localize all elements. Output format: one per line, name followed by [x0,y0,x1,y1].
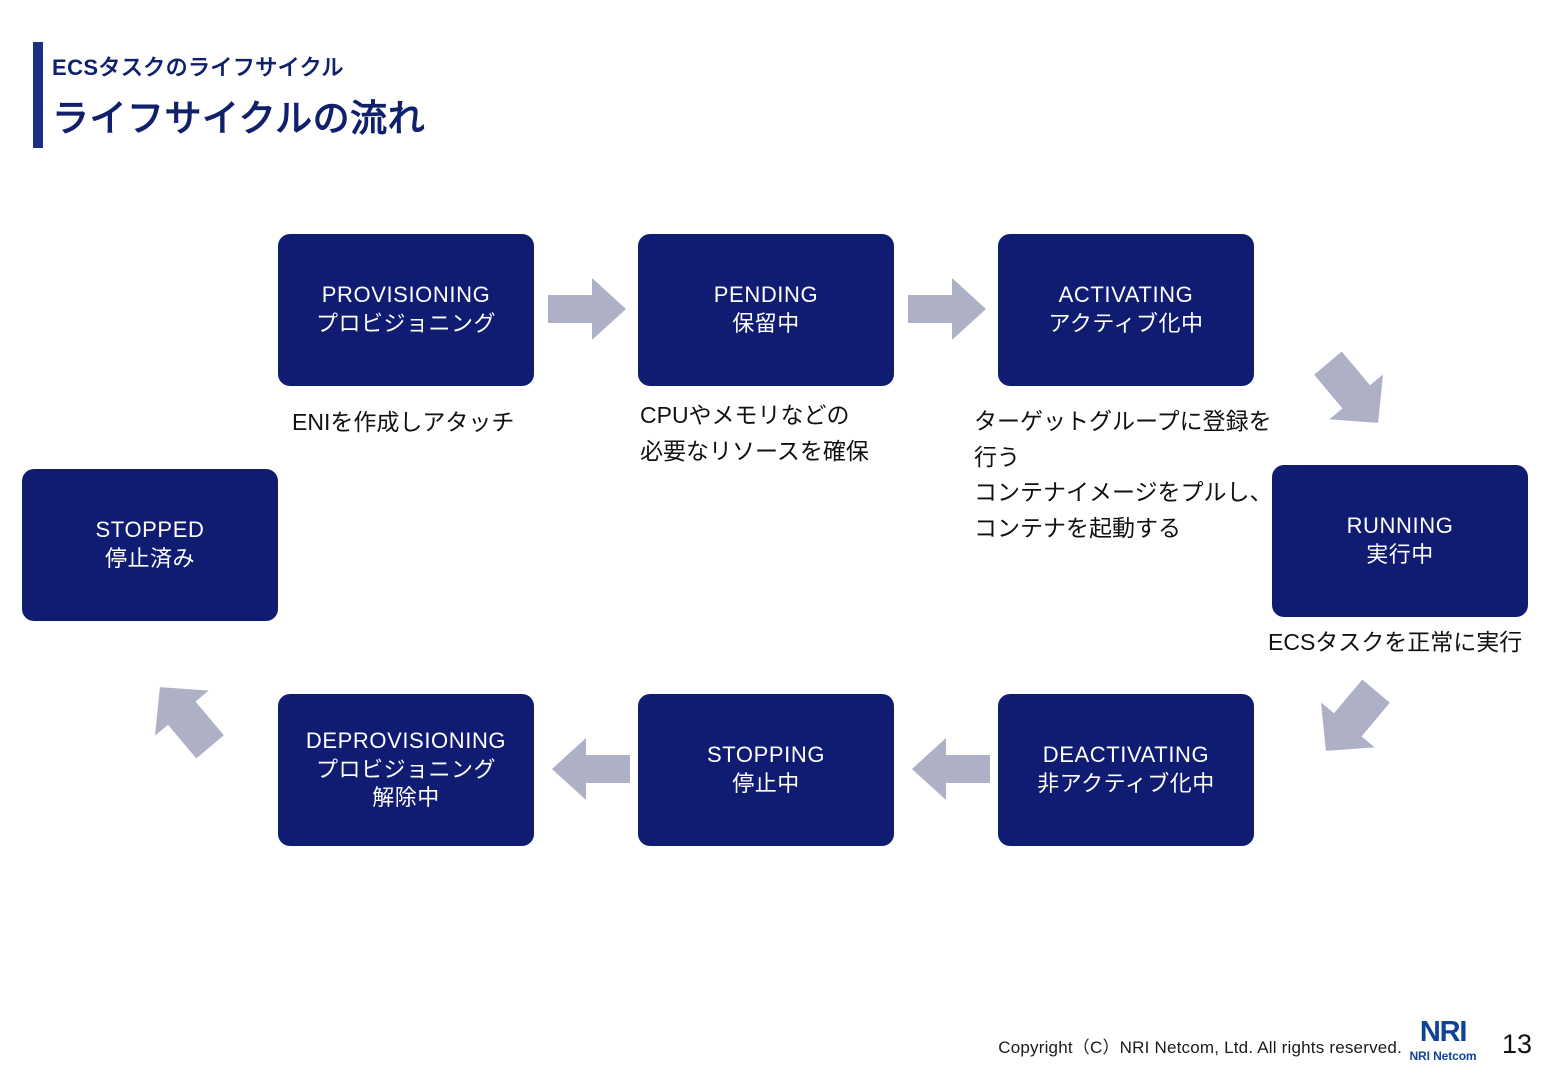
node-deactivating[interactable]: DEACTIVATING 非アクティブ化中 [998,694,1254,846]
node-label-ja: 停止中 [732,771,800,796]
page-title: ライフサイクルの流れ [52,98,426,139]
node-deprovisioning[interactable]: DEPROVISIONING プロビジョニング 解除中 [278,694,534,846]
node-label-ja: プロビジョニング [315,311,496,336]
page-number: 13 [1501,1029,1532,1059]
node-label-en: STOPPED [95,517,205,543]
node-label-ja: 停止済み [104,546,195,571]
copyright-text: Copyright（C）NRI Netcom, Ltd. All rights … [998,1038,1402,1057]
caption-running: ECSタスクを正常に実行 [1268,629,1523,655]
arrow-activating-to-running [1312,352,1394,434]
arrow-stopping-to-deprovisioning [552,738,630,800]
node-stopped[interactable]: STOPPED 停止済み [22,469,278,621]
arrow-provisioning-to-pending [548,278,626,340]
node-label-ja: アクティブ化中 [1048,311,1204,336]
node-label-ja2: 解除中 [372,785,440,811]
node-label-en: ACTIVATING [1058,282,1194,308]
node-label-en: DEPROVISIONING [305,728,507,754]
node-activating[interactable]: ACTIVATING アクティブ化中 [998,234,1254,386]
header-eyebrow: ECSタスクのライフサイクル [52,55,344,80]
header-accent-bar [33,42,43,148]
node-label-ja: 実行中 [1366,542,1434,567]
node-label-ja: プロビジョニング [315,756,496,782]
caption-provisioning: ENIを作成しアタッチ [292,409,515,435]
arrow-pending-to-activating [908,278,986,340]
arrow-deprovisioning-to-stopped [144,676,226,758]
caption-activating: ターゲットグループに登録を 行う コンテナイメージをプルし、 コンテナを起動する [974,408,1273,541]
node-provisioning[interactable]: PROVISIONING プロビジョニング [278,234,534,386]
node-label-en: PROVISIONING [321,282,491,308]
nri-netcom-logo: NRI NRI Netcom [1401,1016,1485,1063]
node-label-ja: 非アクティブ化中 [1037,771,1215,796]
node-label-ja: 保留中 [732,311,800,336]
node-label-en: RUNNING [1346,513,1454,539]
node-label-en: DEACTIVATING [1042,742,1210,768]
node-stopping[interactable]: STOPPING 停止中 [638,694,894,846]
arrow-deactivating-to-stopping [912,738,990,800]
logo-subtitle: NRI Netcom [1409,1049,1477,1063]
node-label-en: PENDING [713,282,819,308]
node-running[interactable]: RUNNING 実行中 [1272,465,1528,617]
logo-mark: NRI [1419,1016,1468,1048]
node-pending[interactable]: PENDING 保留中 [638,234,894,386]
arrow-running-to-deactivating [1310,680,1392,762]
caption-pending: CPUやメモリなどの 必要なリソースを確保 [640,402,869,464]
node-label-en: STOPPING [706,742,826,768]
